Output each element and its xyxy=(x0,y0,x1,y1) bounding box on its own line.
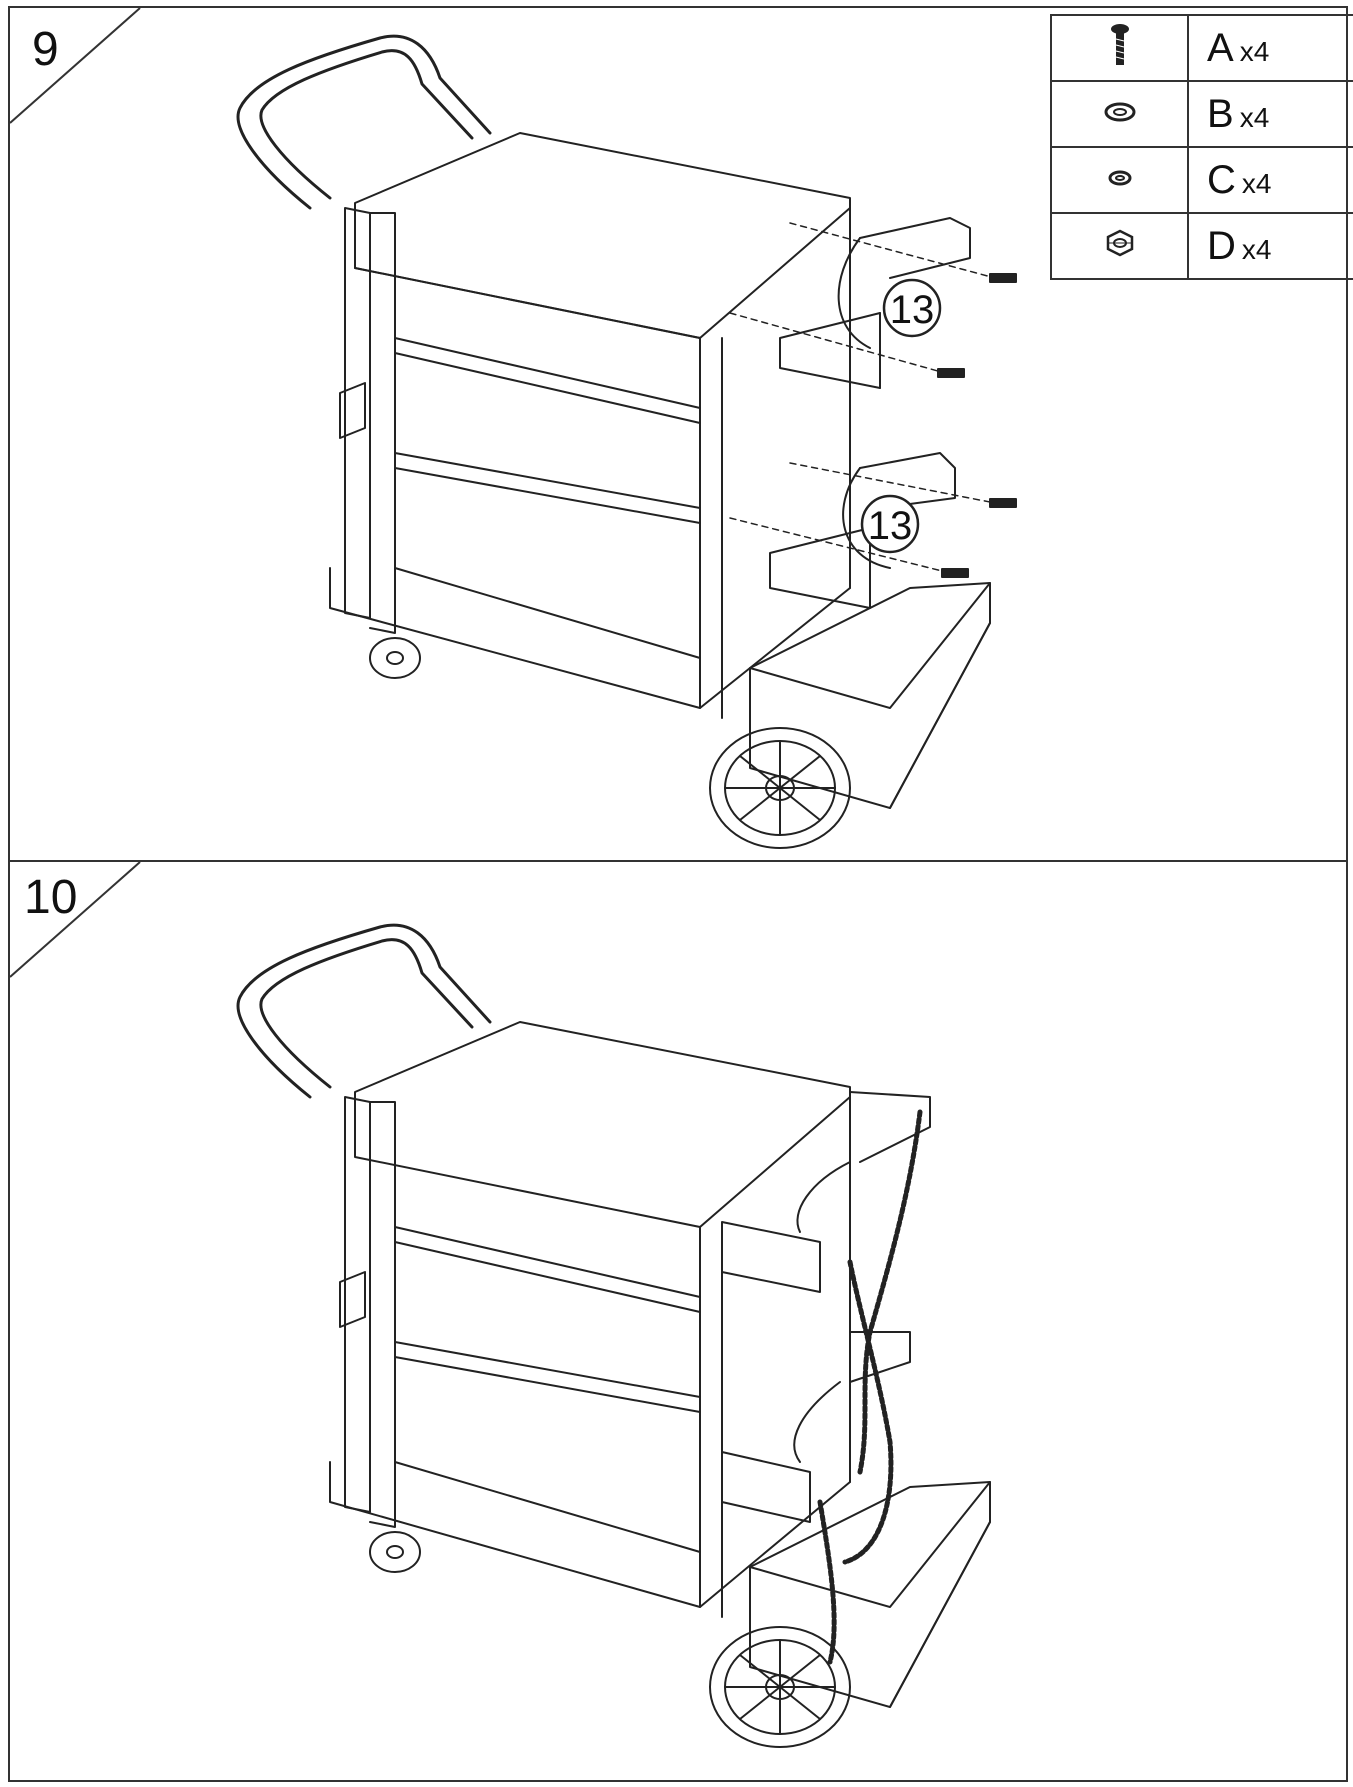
part-a-letter: A xyxy=(1207,25,1234,70)
step-10-corner-divider xyxy=(10,862,141,978)
step-10-cart-drawing xyxy=(236,923,991,1748)
part-d-qty: x4 xyxy=(1241,233,1272,265)
step-9-cart-drawing: 13 13 xyxy=(236,34,1017,849)
part-b-qty: x4 xyxy=(1239,101,1270,133)
part-a-qty: x4 xyxy=(1239,35,1270,67)
step-9-number: 9 xyxy=(32,23,59,76)
lock-washer-icon xyxy=(1108,170,1131,185)
callout-13-lower: 13 xyxy=(868,504,913,548)
step-10-panel: 10 xyxy=(8,860,1348,1782)
part-d-letter: D xyxy=(1207,223,1236,268)
step-10-number: 10 xyxy=(24,871,78,924)
part-c-qty: x4 xyxy=(1241,167,1272,199)
large-washer-icon xyxy=(1104,102,1135,121)
part-c-letter: C xyxy=(1207,157,1236,202)
hex-nut-icon xyxy=(1106,229,1133,256)
callout-13-upper: 13 xyxy=(890,288,935,332)
part-b-letter: B xyxy=(1207,91,1234,136)
screw-icon xyxy=(1110,23,1129,65)
step-9-corner-divider xyxy=(10,8,141,124)
